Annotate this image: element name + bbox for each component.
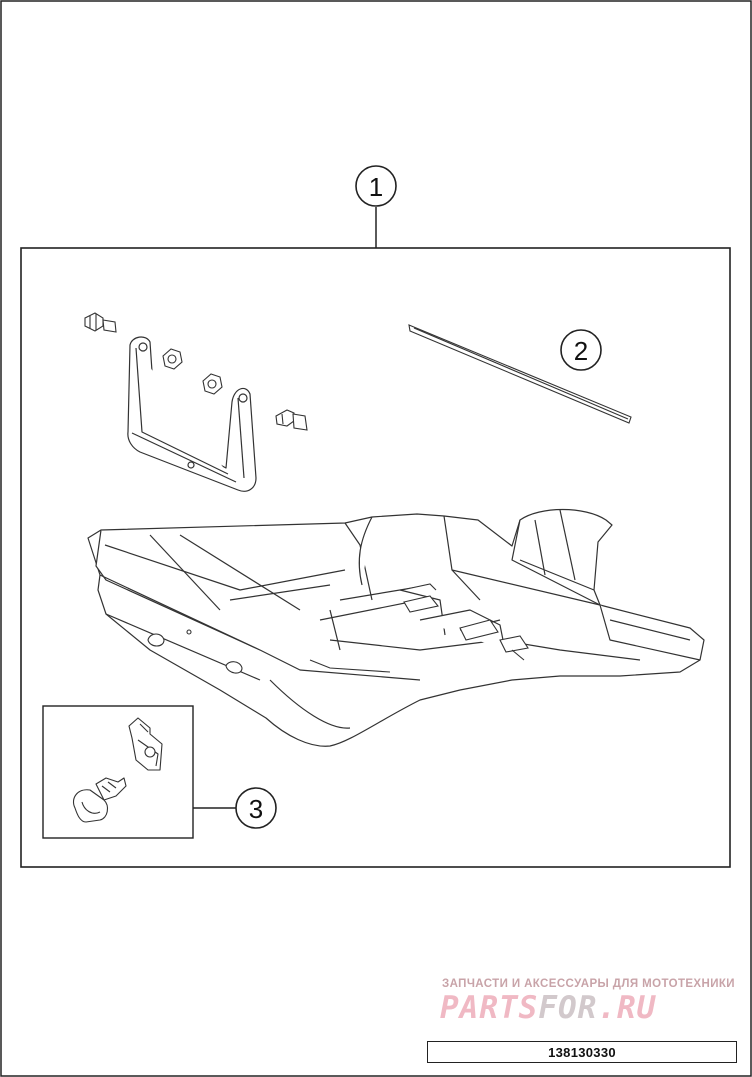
skid-plate[interactable]	[87, 508, 705, 747]
rod-strip[interactable]	[408, 324, 632, 424]
callout-2[interactable]: 2	[560, 329, 602, 371]
skid-plate-details	[147, 583, 529, 674]
callout-2-label: 2	[574, 336, 588, 366]
callout-1[interactable]: 1	[355, 165, 397, 248]
callout-3[interactable]: 3	[193, 787, 277, 829]
screw[interactable]	[72, 777, 127, 823]
clip-nut[interactable]	[128, 717, 163, 771]
callout-1-label: 1	[369, 172, 383, 202]
part-number: 138130330	[548, 1044, 616, 1060]
watermark-logo: PARTSFOR.RU	[440, 993, 740, 1024]
callout-3-label: 3	[249, 794, 263, 824]
watermark-tagline: ЗАПЧАСТИ И АКСЕССУАРЫ ДЛЯ МОТОТЕХНИКИ	[442, 978, 735, 990]
watermark-logo-part2: FOR	[538, 990, 598, 1026]
bolt-right[interactable]	[275, 409, 308, 431]
bolt-left[interactable]	[84, 312, 117, 333]
watermark-logo-part1: PARTS	[440, 990, 539, 1026]
mounting-bracket[interactable]	[127, 336, 257, 492]
nut-2[interactable]	[202, 373, 223, 395]
nut-1[interactable]	[162, 348, 183, 370]
part-number-box: 138130330	[427, 1041, 737, 1063]
watermark-logo-part3: .RU	[597, 990, 657, 1026]
hardware-box	[42, 705, 194, 839]
